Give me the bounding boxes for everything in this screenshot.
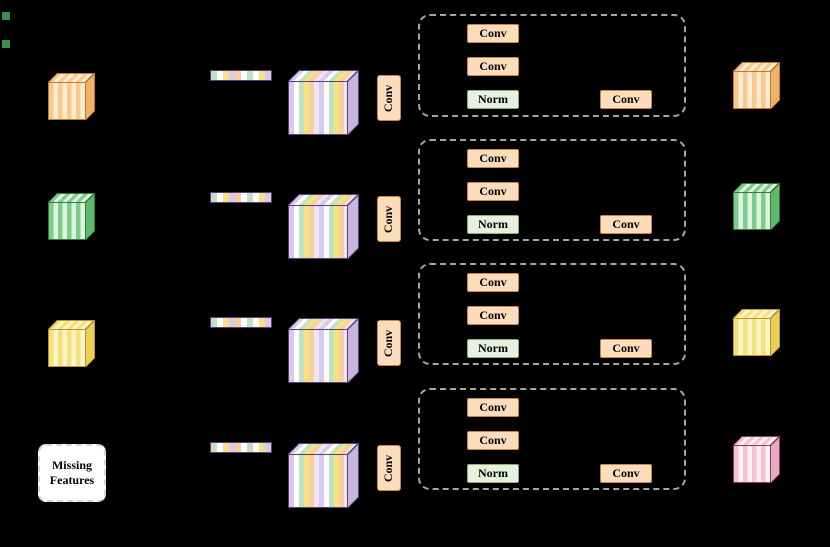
decoder-block: Conv Conv Norm Conv [418,263,686,365]
cube-side-face [86,73,95,120]
cube-side-face [771,183,780,230]
cube-side-face [771,436,780,483]
missing-features-line2: Features [49,473,95,487]
decoder-block: Conv Conv Norm Conv [418,139,686,241]
cube-front-face [733,318,771,356]
conv-box: Conv [467,398,519,417]
conv-label: Conv [381,454,396,482]
conv-box: Conv [600,215,652,234]
token-sequence-bar [210,192,272,203]
block-front-face [288,454,348,508]
conv-box: Conv [467,57,519,76]
stacked-feature-block [288,443,361,509]
conv-box: Conv [600,464,652,483]
cube-front-face [733,192,771,230]
output-feature-cube-yellow [733,309,780,356]
norm-box: Norm [467,464,519,483]
stacked-feature-block [288,194,361,260]
input-feature-cube-green [48,193,95,240]
token-sequence-bar [210,70,272,81]
missing-features-line1: Missing [51,458,92,472]
conv-box: Conv [467,149,519,168]
cube-side-face [86,320,95,367]
cube-front-face [733,445,771,483]
block-front-face [288,329,348,383]
token-sequence-bar [210,442,272,453]
output-feature-cube-pink [733,436,780,483]
cube-side-face [771,62,780,109]
output-feature-cube-green [733,183,780,230]
stacked-feature-block [288,318,361,384]
conv-label: Conv [381,329,396,357]
conv-box: Conv [467,306,519,325]
norm-box: Norm [467,90,519,109]
norm-box: Norm [467,339,519,358]
input-feature-cube-orange [48,73,95,120]
missing-features-box: Missing Features [38,444,106,502]
norm-box: Norm [467,215,519,234]
cube-front-face [48,329,86,367]
block-side-face [348,70,359,135]
conv-box: Conv [467,273,519,292]
conv-label: Conv [381,205,396,233]
cube-front-face [733,71,771,109]
block-side-face [348,318,359,383]
conv-label: Conv [381,84,396,112]
conv-layer-vertical: Conv [377,320,401,366]
token-sequence-bar [210,317,272,328]
decoder-block: Conv Conv Norm Conv [418,388,686,490]
stacked-feature-block [288,70,361,136]
conv-box: Conv [600,90,652,109]
conv-box: Conv [467,431,519,450]
input-feature-cube-yellow [48,320,95,367]
cube-side-face [86,193,95,240]
block-front-face [288,205,348,259]
cube-side-face [771,309,780,356]
conv-layer-vertical: Conv [377,196,401,242]
conv-layer-vertical: Conv [377,445,401,491]
edge-mark [2,12,10,20]
cube-front-face [48,202,86,240]
conv-box: Conv [600,339,652,358]
conv-box: Conv [467,24,519,43]
cube-front-face [48,82,86,120]
output-feature-cube-orange [733,62,780,109]
conv-layer-vertical: Conv [377,75,401,121]
block-front-face [288,81,348,135]
block-side-face [348,443,359,508]
decoder-block: Conv Conv Norm Conv [418,14,686,117]
block-side-face [348,194,359,259]
conv-box: Conv [467,182,519,201]
edge-mark [2,40,10,48]
